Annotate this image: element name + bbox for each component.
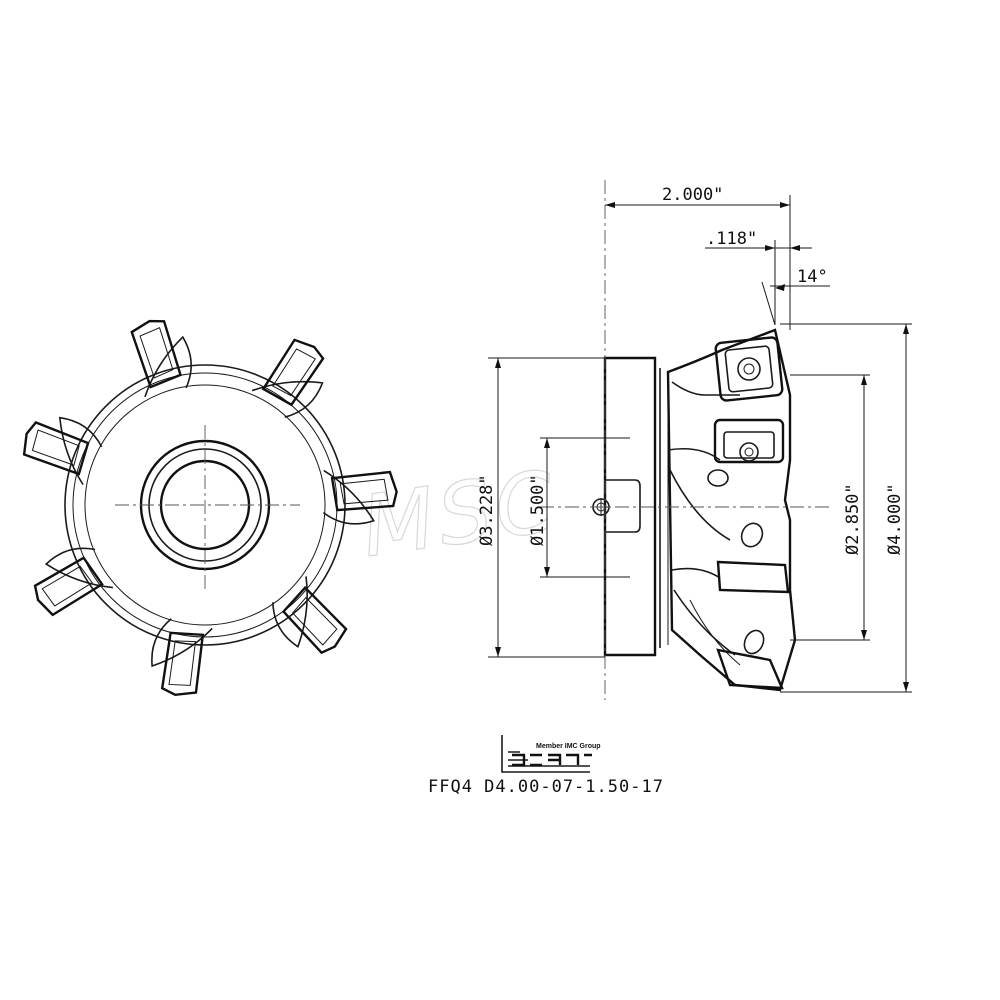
insert-lower	[716, 560, 790, 690]
insert-pocket	[151, 618, 213, 696]
insert-pocket	[272, 576, 348, 655]
dimension-labels: 2.000" .118" 14° Ø3.228" Ø1.500" Ø2.850"…	[477, 185, 905, 555]
logo-tagline: Member IMC Group	[536, 743, 601, 750]
dim-insert-offset: .118"	[706, 229, 757, 249]
side-view	[540, 180, 830, 700]
insert-pocket	[251, 338, 325, 418]
dim-diameter-bore: Ø1.500"	[528, 474, 548, 546]
insert-top	[714, 336, 784, 402]
dim-angle: 14°	[797, 267, 828, 287]
dim-diameter-cut: Ø4.000"	[885, 483, 905, 555]
insert-second	[713, 418, 785, 464]
dimension-lines	[488, 195, 912, 693]
dim-diameter-mid: Ø2.850"	[843, 483, 863, 555]
insert-pocket	[322, 469, 398, 525]
insert-pocket	[33, 547, 114, 617]
part-number: FFQ4 D4.00-07-1.50-17	[428, 777, 664, 797]
dim-diameter-body: Ø3.228"	[477, 474, 497, 546]
insert-pocket	[22, 416, 103, 485]
front-view	[22, 319, 398, 696]
dim-overall-length: 2.000"	[662, 185, 723, 205]
brand-logo: Member IMC Group	[501, 735, 601, 773]
insert-pockets	[22, 319, 398, 696]
insert-pocket	[130, 319, 192, 398]
